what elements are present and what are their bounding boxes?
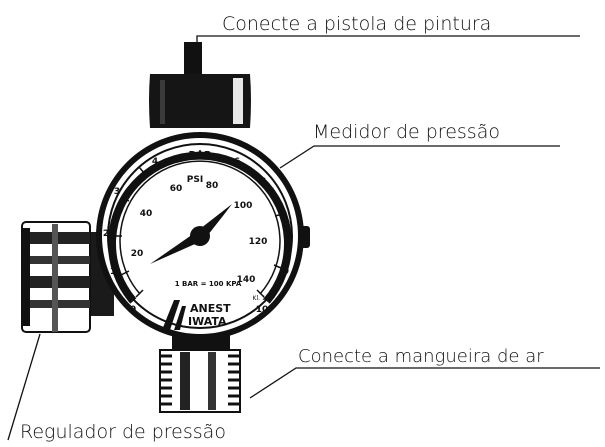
bar-tick-label: 2 (103, 229, 109, 239)
accuracy-class: Kl. 1.6 (253, 295, 272, 302)
bar-tick-label: 7 (268, 187, 274, 197)
leader-spray-gun (196, 35, 580, 62)
bar-tick-label: 6 (234, 157, 240, 167)
psi-tick-label: 140 (237, 275, 256, 285)
leader-regulator (7, 333, 41, 441)
bar-tick-label: 8 (286, 229, 292, 239)
psi-tick-label: 20 (131, 249, 144, 259)
psi-scale-labels: 20 40 60 80 100 120 140 (131, 181, 268, 285)
gun-connector (149, 42, 251, 128)
brand-line-1: ANEST (190, 302, 231, 315)
unit-psi-label: PSI (187, 175, 203, 185)
callout-air-hose: Conecte a mangueira de ar (298, 346, 544, 367)
anest-iwata-logo: ANEST IWATA (162, 300, 231, 330)
psi-tick-label: 100 (234, 201, 253, 211)
psi-tick-label: 60 (170, 184, 183, 194)
gauge-needle (150, 204, 232, 264)
unit-bar-label: BAR (188, 150, 211, 161)
callout-gauge: Medidor de pressão (313, 121, 500, 143)
psi-tick-label: 80 (206, 181, 219, 191)
psi-tick-label: 40 (140, 209, 153, 219)
callout-leaders (7, 35, 600, 441)
conversion-note: 1 BAR = 100 KPA (175, 280, 242, 288)
bar-tick-label: 1 (110, 267, 116, 277)
bar-tick-label: 4 (152, 157, 158, 167)
gauge-ticks (114, 150, 284, 298)
bar-scale-labels: 0 1 2 3 4 6 7 8 9 10 (103, 157, 292, 315)
bar-tick-label: 0 (130, 305, 136, 315)
bar-tick-label: 10 (256, 305, 269, 315)
brand-line-2: IWATA (188, 315, 227, 328)
psi-tick-label: 120 (249, 237, 268, 247)
leader-gauge (279, 145, 560, 169)
gauge-inner-arc (119, 160, 281, 295)
bar-tick-label: 9 (283, 267, 289, 277)
air-hose-fitting (159, 335, 241, 413)
callout-regulator: Regulador de pressão (20, 421, 226, 442)
callout-spray-gun: Conecte a pistola de pintura (222, 13, 491, 35)
bar-tick-label: 3 (114, 187, 120, 197)
leader-air-hose (249, 367, 600, 399)
